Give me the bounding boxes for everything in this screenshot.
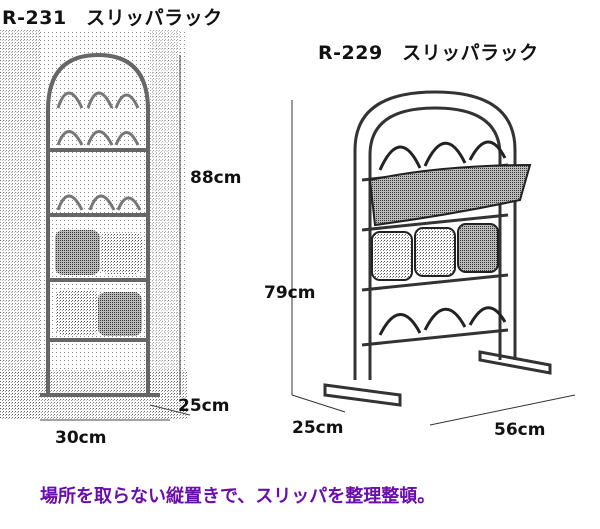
r229-depth-label: 25cm [292, 418, 344, 438]
r231-depth-label: 25cm [178, 396, 230, 416]
r231-model-label: R-231 スリッパラック [2, 7, 223, 29]
promo-caption: 場所を取らない縦置きで、スリッパを整理整頓。 [40, 486, 436, 507]
r231-rack-frame [40, 52, 160, 397]
r231-height-label: 88cm [190, 168, 242, 188]
r229-width-label: 56cm [494, 420, 546, 440]
r229-height-label: 79cm [264, 283, 316, 303]
r229-model-label: R-229 スリッパラック [318, 42, 539, 64]
r231-width-label: 30cm [55, 428, 107, 448]
